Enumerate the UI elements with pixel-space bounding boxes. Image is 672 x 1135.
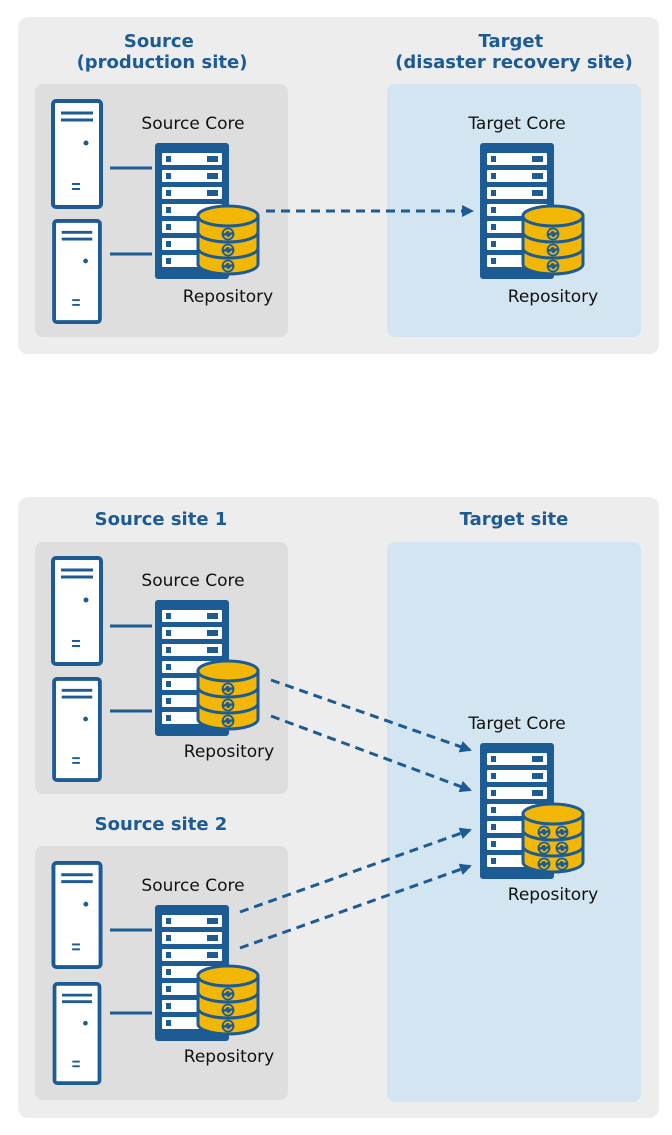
source-site-2-heading: Source site 2 (95, 814, 228, 835)
replication-arrow (270, 678, 472, 753)
source-repository-icon (198, 206, 258, 274)
source-heading: Source (production site) (77, 31, 248, 73)
managed-machine-icon (51, 99, 103, 209)
replication-arrow (270, 714, 472, 793)
managed-machine-icon (52, 219, 102, 324)
source-repository-label: Repository (183, 287, 273, 307)
replication-arrow (239, 827, 472, 914)
target-site-heading: Target site (460, 509, 569, 530)
managed-machine-icon (52, 677, 102, 782)
target-core-label: Target Core (467, 114, 565, 134)
source-site-1-heading: Source site 1 (95, 509, 228, 530)
source-site-1-repository-label: Repository (184, 742, 274, 762)
managed-machine-icon (51, 556, 103, 666)
source-core-label: Source Core (141, 114, 244, 134)
target-repository-label: Repository (508, 287, 598, 307)
target-site-repository-label: Repository (508, 885, 598, 905)
diagram-2: Source site 1 Target site Source Core Re… (18, 497, 659, 1118)
source-site-1-core-label: Source Core (141, 571, 244, 591)
source-site-2-core-label: Source Core (141, 876, 244, 896)
source-site-2-repository-label: Repository (184, 1047, 274, 1067)
diagram-1: Source (production site) Target (disaste… (18, 17, 659, 354)
target-heading: Target (disaster recovery site) (395, 31, 633, 73)
source-site-1-repository-icon (198, 661, 258, 729)
replication-arrow (239, 863, 472, 950)
managed-machine-icon (52, 982, 102, 1085)
source-site-2-repository-icon (198, 966, 258, 1034)
target-site-core-label: Target Core (467, 714, 565, 734)
managed-machine-icon (51, 861, 103, 969)
target-repository-icon (523, 206, 583, 274)
target-site-repository-icon (523, 804, 583, 872)
